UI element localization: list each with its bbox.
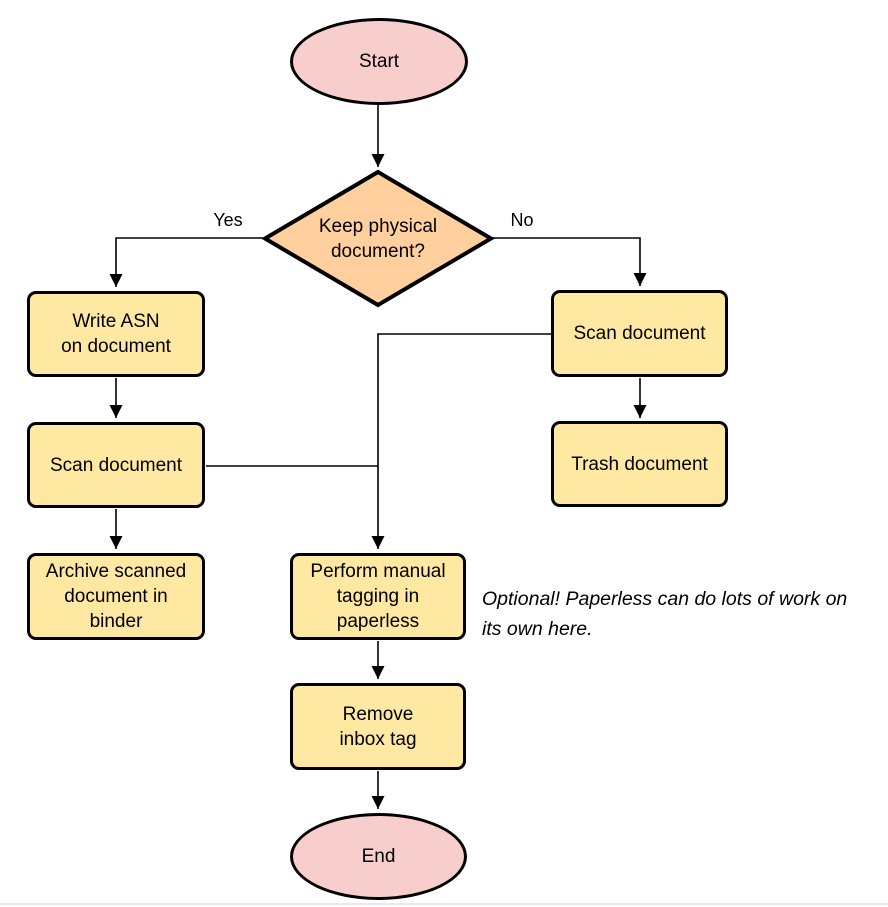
node-manual-tagging: Perform manual tagging in paperless (290, 553, 466, 640)
node-end: End (290, 813, 467, 900)
node-archive-binder-label: Archive scanned document in binder (45, 561, 187, 632)
node-scan-document-left: Scan document (27, 422, 205, 508)
edge-label-yes: Yes (213, 210, 243, 230)
node-start: Start (290, 18, 468, 105)
node-remove-inbox-tag: Remove inbox tag (290, 683, 466, 770)
node-manual-tagging-label: Perform manual tagging in paperless (310, 561, 446, 632)
node-start-label: Start (358, 51, 400, 72)
node-trash-document-label: Trash document (571, 453, 708, 475)
node-remove-inbox-tag-label: Remove inbox tag (339, 703, 417, 750)
node-end-label: End (361, 846, 396, 867)
node-scan-document-right-label: Scan document (573, 323, 706, 344)
canvas-bottom-edge (0, 903, 888, 905)
edge-label-no: No (510, 210, 534, 230)
edge-scan-right-to-tagging (371, 333, 551, 549)
node-trash-document: Trash document (551, 421, 728, 507)
node-archive-binder: Archive scanned document in binder (27, 553, 205, 640)
node-decision-keep-physical: Keep physical document? (261, 168, 495, 309)
decision-diamond-shape (261, 169, 495, 308)
node-scan-document-left-label: Scan document (49, 454, 183, 476)
node-scan-document-right: Scan document (551, 290, 728, 377)
edge-decision-yes-to-write-asn (109, 237, 264, 287)
edge-decision-no-to-scan-right (492, 237, 647, 286)
node-decision-label: Keep physical document? (318, 215, 438, 262)
annotation-optional-note: Optional! Paperless can do lots of work … (482, 588, 848, 640)
node-write-asn: Write ASN on document (27, 291, 205, 377)
node-write-asn-label: Write ASN on document (61, 311, 171, 357)
